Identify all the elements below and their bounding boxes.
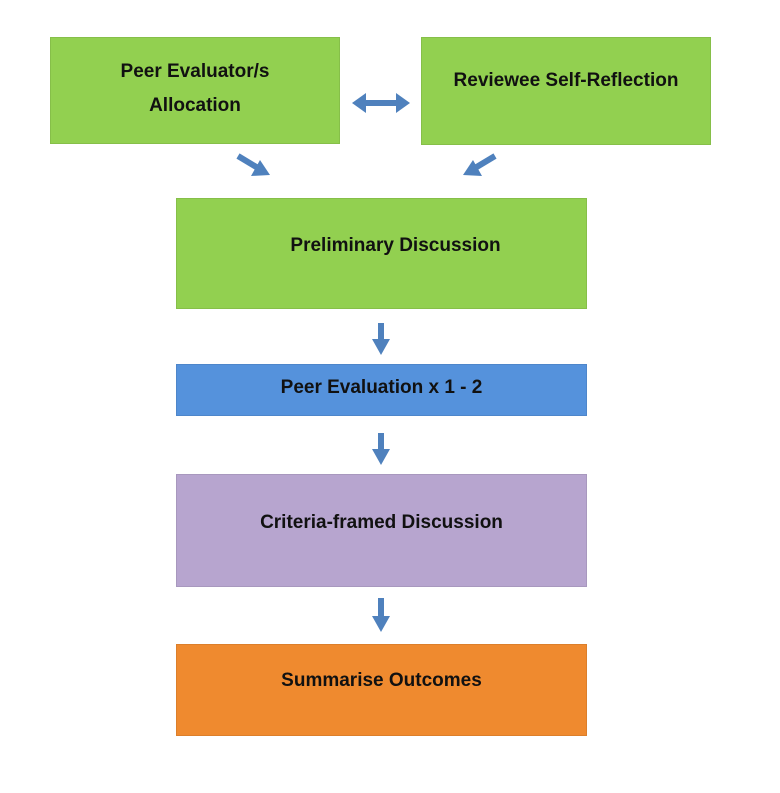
node-peer-evaluator-allocation: Peer Evaluator/s Allocation <box>50 37 340 144</box>
node-peer-evaluator-allocation-label: Peer Evaluator/s Allocation <box>120 61 270 116</box>
node-criteria-framed-discussion-label: Criteria-framed Discussion <box>260 511 503 533</box>
bidirectional-arrow <box>352 93 410 113</box>
node-reviewee-self-reflection: Reviewee Self-Reflection <box>421 37 711 145</box>
node-summarise-outcomes-label: Summarise Outcomes <box>281 670 482 692</box>
arrow-criteria-to-summarise <box>372 598 390 632</box>
arrow-eval-to-criteria <box>372 433 390 465</box>
arrow-reflection-to-prelim <box>463 153 497 176</box>
node-summarise-outcomes: Summarise Outcomes <box>176 644 587 736</box>
arrow-prelim-to-eval <box>372 323 390 355</box>
node-peer-evaluation: Peer Evaluation x 1 - 2 <box>176 364 587 416</box>
node-peer-evaluation-label: Peer Evaluation x 1 - 2 <box>280 377 483 399</box>
node-reviewee-self-reflection-label: Reviewee Self-Reflection <box>453 70 679 92</box>
arrow-alloc-to-prelim <box>236 153 270 176</box>
node-criteria-framed-discussion: Criteria-framed Discussion <box>176 474 587 587</box>
node-preliminary-discussion-label: Preliminary Discussion <box>290 234 501 256</box>
node-preliminary-discussion: Preliminary Discussion <box>176 198 587 309</box>
